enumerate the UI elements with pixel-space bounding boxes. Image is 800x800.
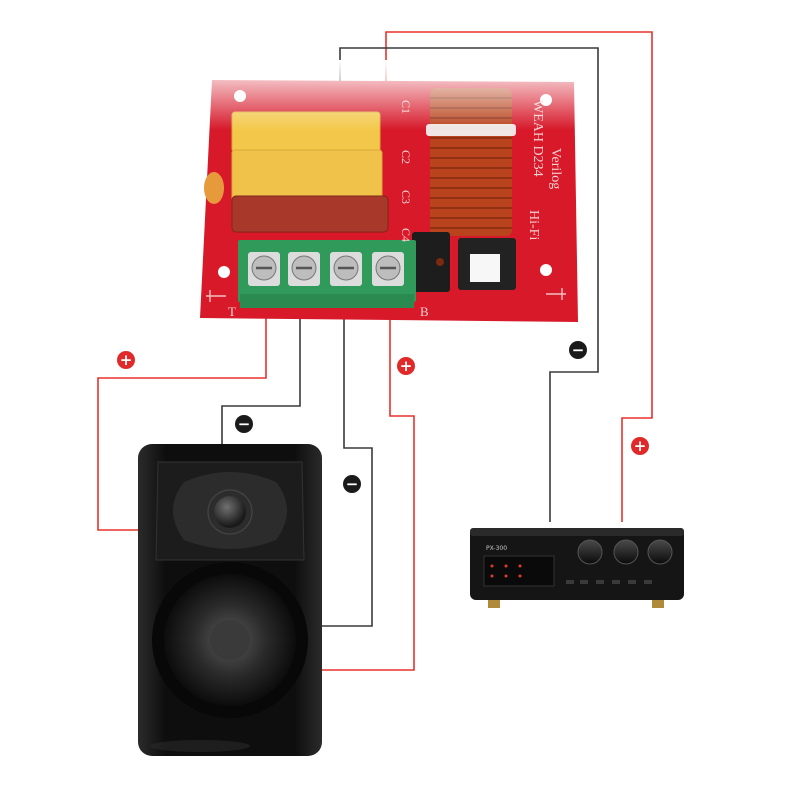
svg-text:+: + bbox=[634, 437, 647, 455]
speaker-reflection bbox=[150, 740, 250, 752]
amp-foot bbox=[652, 600, 664, 608]
amp-indicator-leds bbox=[490, 564, 522, 578]
screw-icon bbox=[206, 288, 566, 302]
amplifier: PX-300 bbox=[470, 528, 684, 608]
pad-label-c2: C2 bbox=[399, 150, 413, 164]
tweeter-ring bbox=[207, 489, 253, 535]
amp-model-label: PX-300 bbox=[486, 545, 507, 552]
amp-foot bbox=[488, 600, 500, 608]
amp-display bbox=[483, 555, 555, 587]
amp-buttons bbox=[566, 580, 652, 584]
terminal-block bbox=[238, 240, 416, 308]
minus-marker-woofer: − bbox=[343, 475, 361, 493]
capacitor-small bbox=[204, 172, 224, 204]
wire-amp-negative bbox=[339, 47, 599, 522]
board-hifi-label: Hi-Fi bbox=[526, 210, 541, 240]
minus-marker-tweeter: − bbox=[235, 415, 253, 433]
wires bbox=[97, 31, 653, 671]
terminal-screw-1[interactable] bbox=[248, 252, 280, 286]
svg-text:−: − bbox=[572, 341, 585, 359]
plus-marker-woofer: + bbox=[397, 357, 415, 375]
capacitor bbox=[231, 149, 383, 203]
wire-woofer-positive bbox=[230, 300, 415, 671]
tweeter-dome bbox=[214, 496, 246, 528]
board-label-t: T bbox=[228, 304, 236, 319]
capacitor bbox=[231, 195, 389, 233]
board-top-fade bbox=[190, 60, 590, 130]
terminal-screw-2[interactable] bbox=[288, 252, 320, 286]
relay-block bbox=[412, 232, 516, 292]
woofer-dustcap bbox=[210, 620, 250, 660]
mounting-hole bbox=[218, 266, 230, 278]
board-label-b: B bbox=[420, 304, 429, 319]
amp-knob-1[interactable] bbox=[577, 539, 603, 565]
terminal-screw-3[interactable] bbox=[330, 252, 362, 286]
amp-top-edge bbox=[470, 528, 684, 536]
polarity-markers: + − − + − + bbox=[117, 341, 649, 493]
svg-text:+: + bbox=[120, 351, 133, 369]
amp-knob-2[interactable] bbox=[613, 539, 639, 565]
wire-amp-positive bbox=[385, 31, 653, 522]
terminal-screw-4[interactable] bbox=[372, 252, 404, 286]
pad-label-c4: C4 bbox=[399, 228, 413, 242]
crossover-board: T B C1 C2 C3 C4 WEAH D234 Verilog Hi-Fi bbox=[190, 60, 590, 322]
svg-text:−: − bbox=[238, 415, 251, 433]
wire-woofer-negative bbox=[232, 300, 373, 627]
speaker bbox=[138, 444, 322, 756]
minus-marker-amp: − bbox=[569, 341, 587, 359]
plus-marker-tweeter: + bbox=[117, 351, 135, 369]
svg-text:+: + bbox=[400, 357, 413, 375]
amp-knob-3[interactable] bbox=[647, 539, 673, 565]
svg-text:−: − bbox=[346, 475, 359, 493]
board-model-label: Verilog bbox=[548, 148, 563, 189]
plus-marker-amp: + bbox=[631, 437, 649, 455]
pad-label-c3: C3 bbox=[399, 190, 413, 204]
mounting-hole bbox=[540, 264, 552, 276]
